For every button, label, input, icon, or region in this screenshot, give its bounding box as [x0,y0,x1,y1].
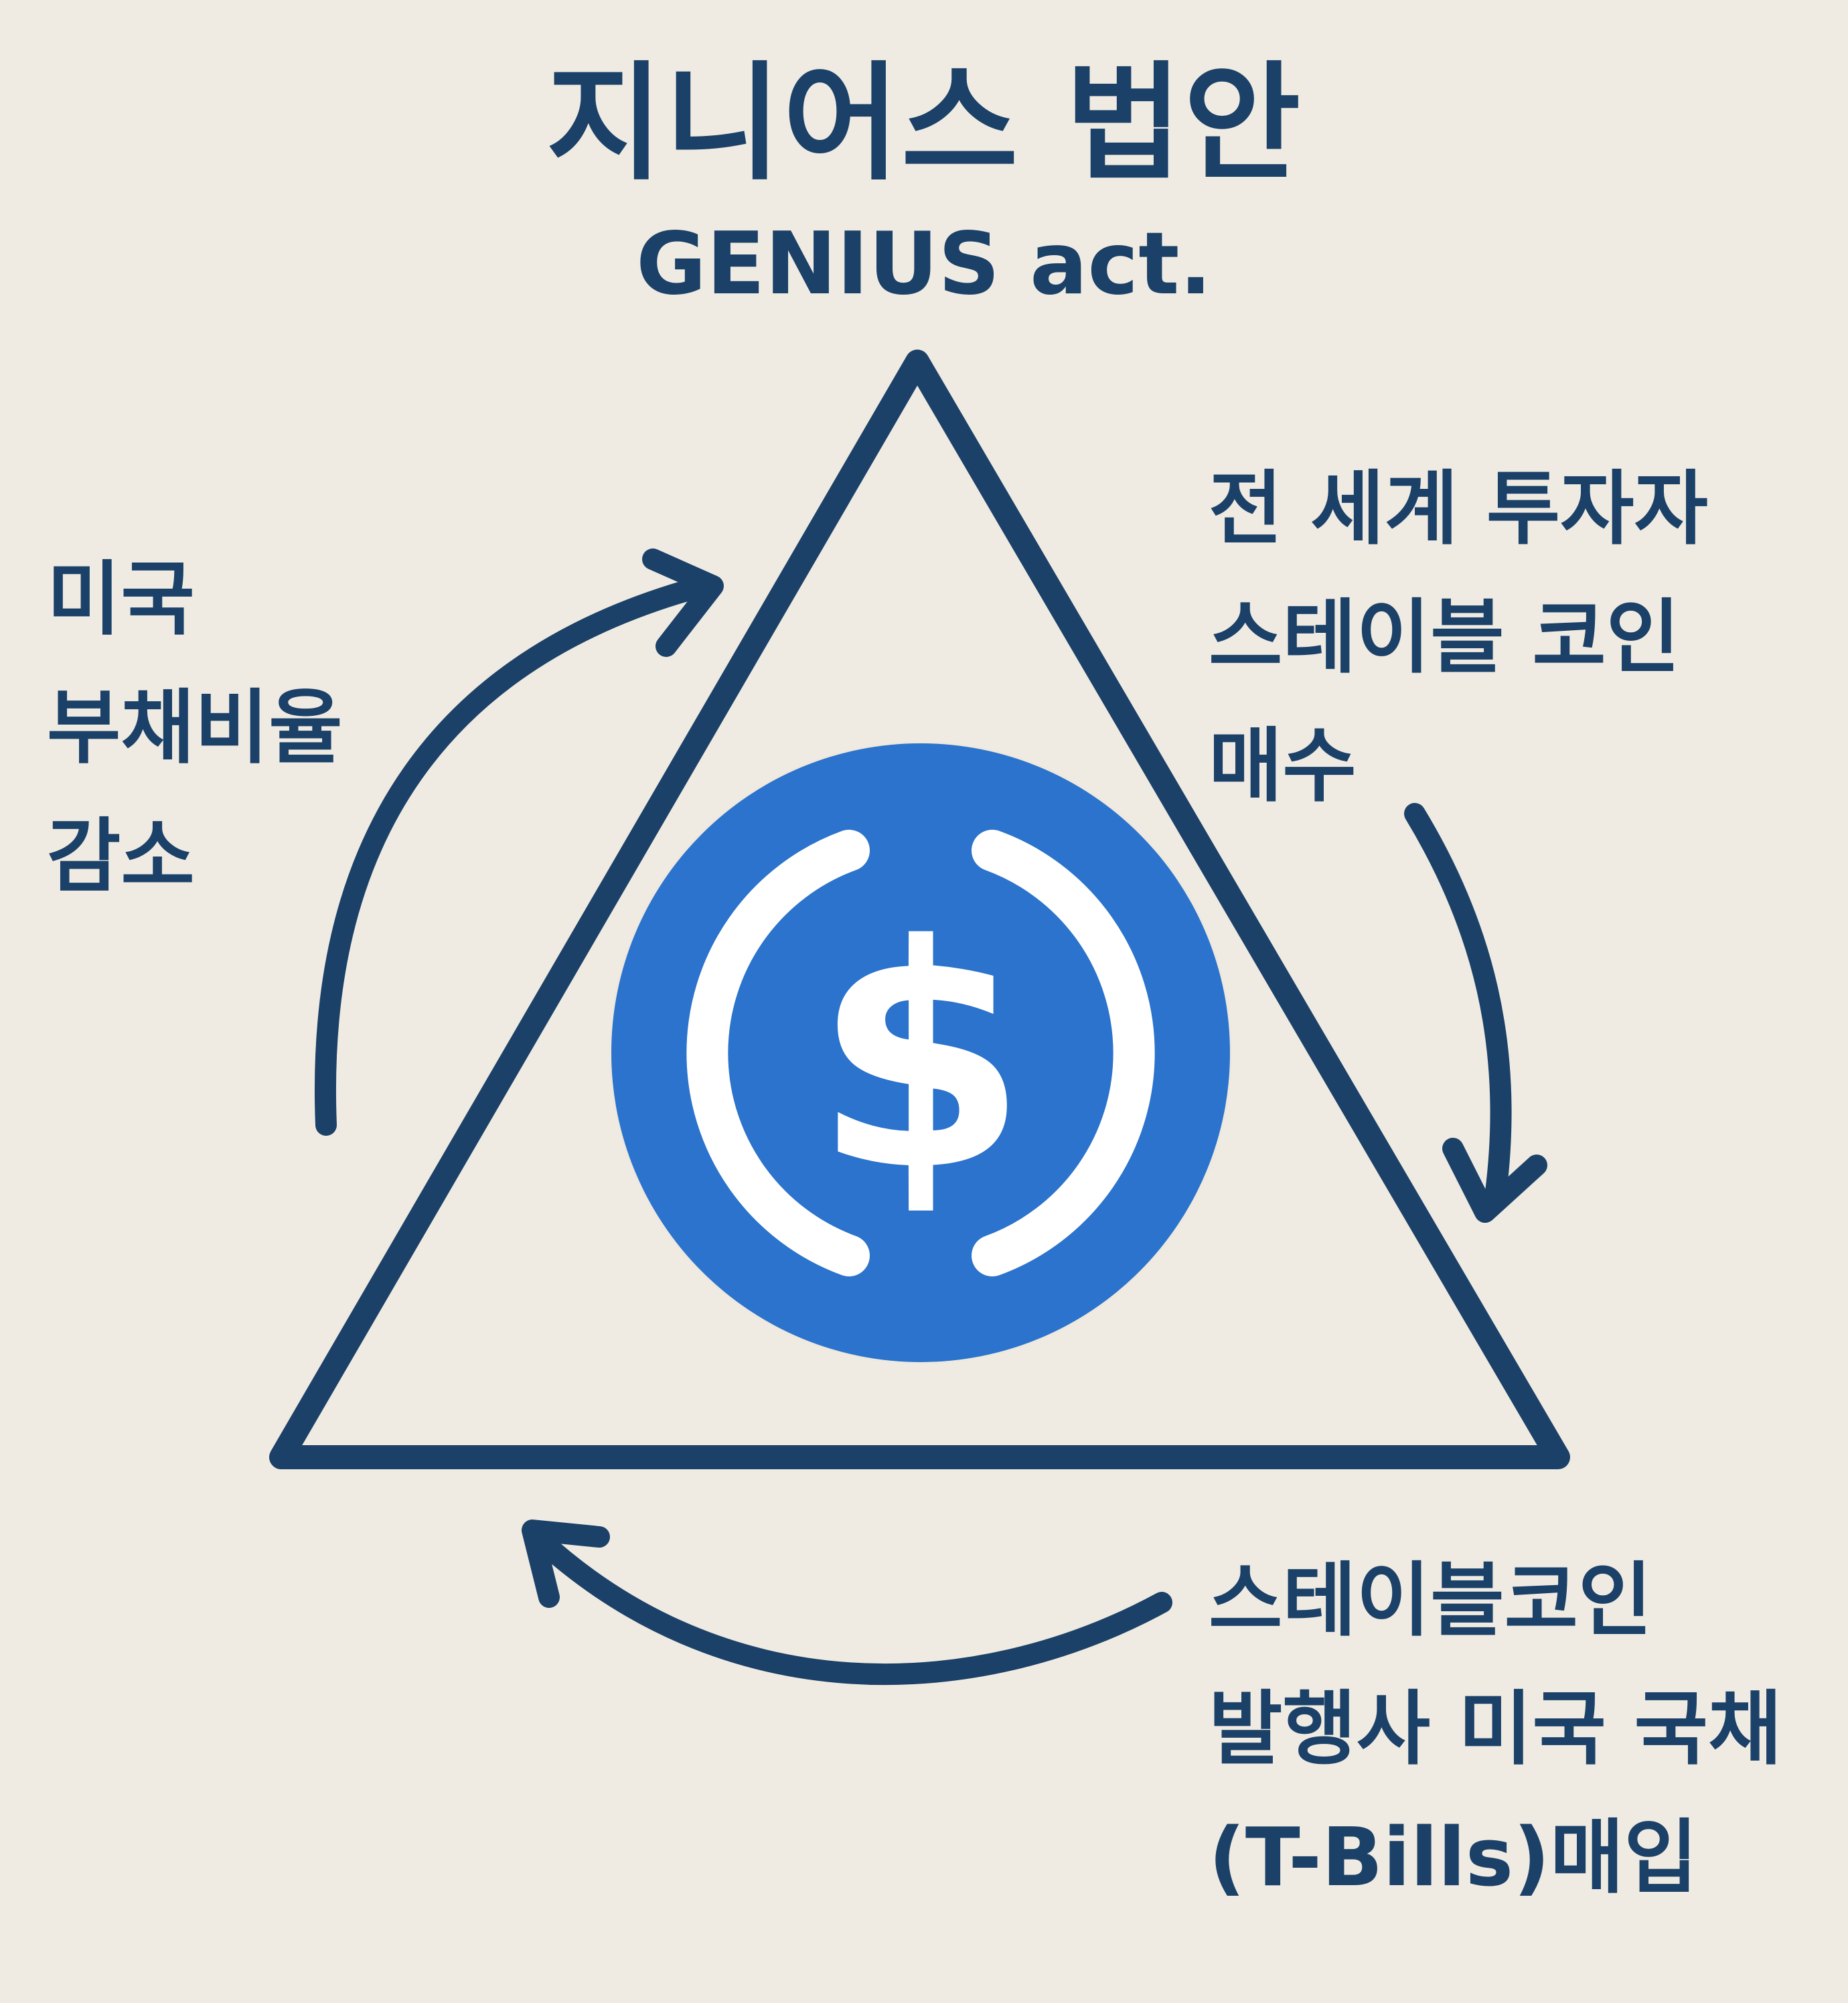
label-line: 감소 [47,810,195,903]
label-issuer-tbills: 스테이블코인 발행사 미국 국채 (T-Bills)매입 [1209,1537,1782,1923]
label-global-investors: 전 세계 투자자 스테이블 코인 매수 [1209,445,1708,831]
label-line: 부채비율 [47,682,343,775]
label-line: 스테이블 코인 [1209,591,1681,684]
label-line: 스테이블코인 [1209,1554,1652,1647]
svg-text:$: $ [814,880,1028,1238]
triangle-outline [269,350,1570,1469]
label-line: 매수 [1209,720,1357,813]
arrow-right-cycle [1404,803,1547,1223]
page-title: 지니어스 법안 [546,50,1302,198]
page-subtitle: GENIUS act. [636,214,1212,314]
arrow-bottom-cycle [522,1519,1172,1686]
label-debt-ratio: 미국 부채비율 감소 [47,536,343,921]
label-line: 미국 [47,553,195,646]
label-line: 발행사 미국 국채 [1209,1683,1782,1776]
label-line: (T-Bills)매입 [1209,1811,1698,1905]
arrow-left-cycle [315,548,724,1136]
usd-coin-icon: $ [609,741,1232,1364]
label-line: 전 세계 투자자 [1209,463,1708,556]
